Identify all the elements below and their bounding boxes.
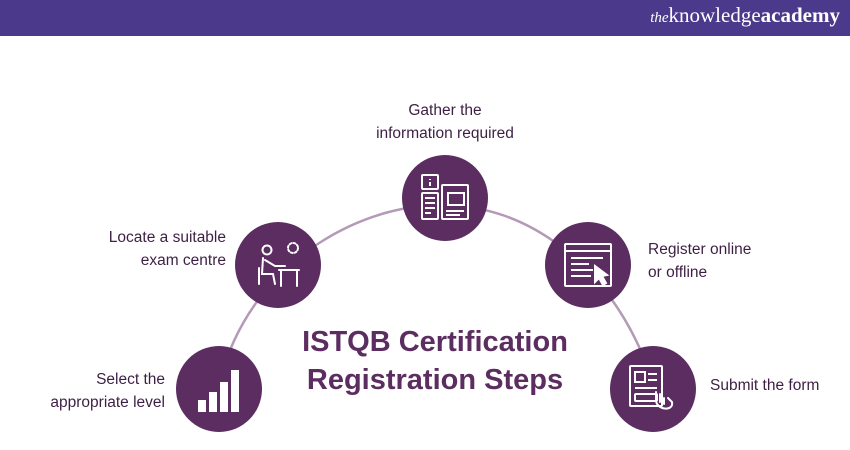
brand-logo: the knowledge academy xyxy=(650,3,840,33)
step-label-submit-form: Submit the form xyxy=(710,374,845,397)
step-label-line: Locate a suitable xyxy=(108,229,226,246)
step-label-line: exam centre xyxy=(140,252,226,269)
step-label-line: information required xyxy=(376,125,514,142)
bar-chart-icon xyxy=(198,370,239,412)
step-label-line: appropriate level xyxy=(50,394,165,411)
step-node-select-level xyxy=(176,346,262,432)
step-label-register: Register online or offline xyxy=(648,238,818,284)
step-node-submit-form xyxy=(610,346,696,432)
documents-icon xyxy=(421,174,469,220)
top-bar: the knowledge academy xyxy=(0,0,850,36)
diagram-title-line: ISTQB Certification xyxy=(302,326,568,358)
diagram-title: ISTQB Certification Registration Steps xyxy=(255,323,615,399)
step-label-locate-centre: Locate a suitable exam centre xyxy=(82,226,226,272)
step-label-gather-info: Gather the information required xyxy=(345,99,545,145)
step-node-gather-info xyxy=(402,155,488,241)
step-label-line: or offline xyxy=(648,264,708,281)
step-node-locate-centre xyxy=(235,222,321,308)
brand-the: the xyxy=(650,10,669,26)
step-label-select-level: Select the appropriate level xyxy=(22,368,165,414)
step-label-line: Submit the form xyxy=(710,377,820,394)
brand-knowledge: knowledge xyxy=(668,3,761,27)
diagram-title-line: Registration Steps xyxy=(306,364,564,396)
step-label-line: Gather the xyxy=(408,102,482,119)
step-label-line: Register online xyxy=(648,241,752,258)
person-at-desk-icon xyxy=(258,242,300,287)
browser-cursor-icon xyxy=(564,243,612,287)
step-label-line: Select the xyxy=(96,371,165,388)
form-submit-icon xyxy=(629,365,674,410)
brand-academy: academy xyxy=(760,3,840,27)
step-node-register xyxy=(545,222,631,308)
